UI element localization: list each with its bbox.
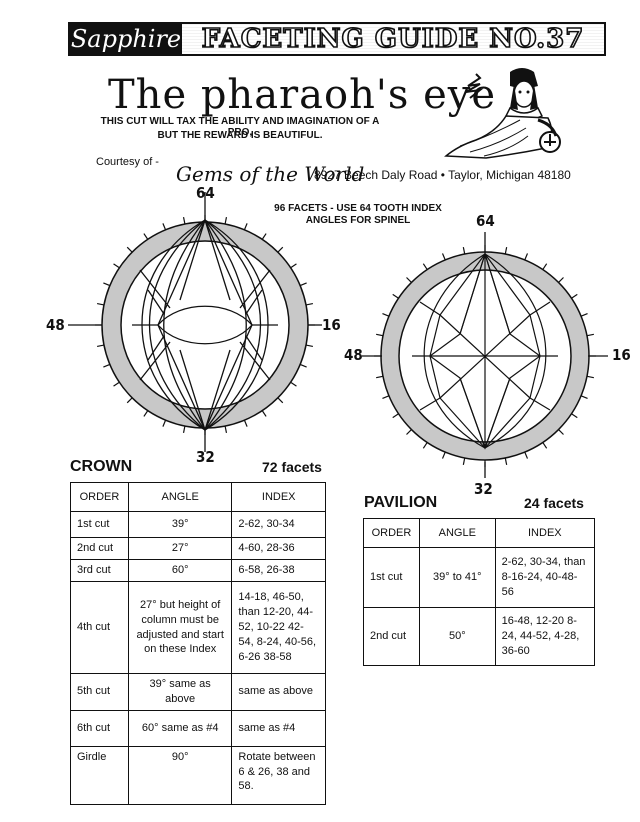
crown-angle: 27° but height of column must be adjuste… <box>127 581 233 674</box>
crown-table-header: ORDER ANGLE INDEX <box>70 482 326 512</box>
crown-label-bottom: 32 <box>196 448 215 466</box>
crown-order: 4th cut <box>70 581 129 674</box>
crown-header-index: INDEX <box>231 482 326 512</box>
crown-index: 2-62, 30-34 <box>231 511 326 538</box>
pavilion-order: 1st cut <box>363 547 420 608</box>
table-row: 3rd cut 60° 6-58, 26-38 <box>70 559 326 582</box>
crown-index: same as above <box>231 673 326 711</box>
crown-angle: 90° <box>127 745 233 805</box>
table-row: 1st cut 39° 2-62, 30-34 <box>70 511 326 538</box>
pavilion-label-right: 16 <box>612 346 631 364</box>
crown-index: Rotate between 6 & 26, 38 and 58. <box>231 745 326 805</box>
pavilion-header-order: ORDER <box>363 518 420 548</box>
crown-header-order: ORDER <box>70 482 129 512</box>
crown-angle: 27° <box>127 537 233 560</box>
company-name: Gems of the World <box>176 162 365 186</box>
pavilion-title: PAVILION <box>364 494 438 511</box>
tagline-line-2: BUT THE REWARD IS BEAUTIFUL. <box>157 130 323 141</box>
pavilion-table: ORDER ANGLE INDEX 1st cut 39° to 41° 2-6… <box>363 518 596 666</box>
courtesy-label: Courtesy of - <box>96 156 159 168</box>
crown-facet-count: 72 facets <box>262 459 322 475</box>
crown-order: 1st cut <box>70 511 129 538</box>
crown-table: ORDER ANGLE INDEX 1st cut 39° 2-62, 30-3… <box>70 482 326 805</box>
crown-angle: 60° same as #4 <box>127 709 233 747</box>
crown-order: Girdle <box>70 745 129 805</box>
table-row: 1st cut 39° to 41° 2-62, 30-34, than 8-1… <box>363 547 596 608</box>
pavilion-header-angle: ANGLE <box>418 518 496 548</box>
table-row: 5th cut 39° same as above same as above <box>70 673 326 711</box>
crown-index: 14-18, 46-50, than 12-20, 44-52, 10-22 4… <box>231 581 326 674</box>
crown-index: same as #4 <box>231 709 326 747</box>
pavilion-label-top: 64 <box>476 212 495 230</box>
pavilion-label-left: 48 <box>344 346 363 364</box>
crown-title: CROWN <box>70 458 133 475</box>
pavilion-table-header: ORDER ANGLE INDEX <box>363 518 596 548</box>
brand-logo: Sapphire <box>70 24 182 54</box>
pharaoh-illustration <box>444 68 561 159</box>
company-address: 8927 Beech Daly Road • Taylor, Michigan … <box>314 168 571 182</box>
pavilion-index: 2-62, 30-34, than 8-16-24, 40-48-56 <box>494 547 596 608</box>
crown-label-right: 16 <box>322 316 341 334</box>
crown-angle: 39° same as above <box>127 673 233 711</box>
pavilion-facet-count: 24 facets <box>524 495 584 511</box>
crown-order: 2nd cut <box>70 537 129 560</box>
table-row: 4th cut 27° but height of column must be… <box>70 581 326 674</box>
facet-note-line-2: ANGLES FOR SPINEL <box>305 215 411 226</box>
pavilion-label-bottom: 32 <box>474 480 493 498</box>
crown-index: 4-60, 28-36 <box>231 537 326 560</box>
crown-angle: 60° <box>127 559 233 582</box>
crown-order: 5th cut <box>70 673 129 711</box>
crown-diagram <box>68 192 322 452</box>
page-title: The pharaoh's eye <box>108 72 497 118</box>
pavilion-angle: 39° to 41° <box>418 547 496 608</box>
crown-order: 6th cut <box>70 709 129 747</box>
crown-dial <box>95 215 315 435</box>
crown-order: 3rd cut <box>70 559 129 582</box>
pavilion-angle: 50° <box>418 607 496 666</box>
crown-angle: 39° <box>127 511 233 538</box>
header-banner: Sapphire FACETING GUIDE NO.37 <box>68 22 606 56</box>
pavilion-header-index: INDEX <box>494 518 596 548</box>
tagline-line-1: THIS CUT WILL TAX THE ABILITY AND IMAGIN… <box>100 116 380 138</box>
guide-title: FACETING GUIDE NO.37 <box>182 23 604 55</box>
pavilion-order: 2nd cut <box>363 607 420 666</box>
crown-index: 6-58, 26-38 <box>231 559 326 582</box>
crown-label-top: 64 <box>196 184 215 202</box>
table-row: 2nd cut 27° 4-60, 28-36 <box>70 537 326 560</box>
table-row: 6th cut 60° same as #4 same as #4 <box>70 709 326 747</box>
pavilion-diagram <box>362 232 608 478</box>
crown-header-angle: ANGLE <box>127 482 233 512</box>
table-row: Girdle 90° Rotate between 6 & 26, 38 and… <box>70 745 326 805</box>
pavilion-index: 16-48, 12-20 8-24, 44-52, 4-28, 36-60 <box>494 607 596 666</box>
table-row: 2nd cut 50° 16-48, 12-20 8-24, 44-52, 4-… <box>363 607 596 666</box>
facet-note-line-1: 96 FACETS - USE 64 TOOTH INDEX <box>274 203 442 214</box>
crown-label-left: 48 <box>46 316 65 334</box>
